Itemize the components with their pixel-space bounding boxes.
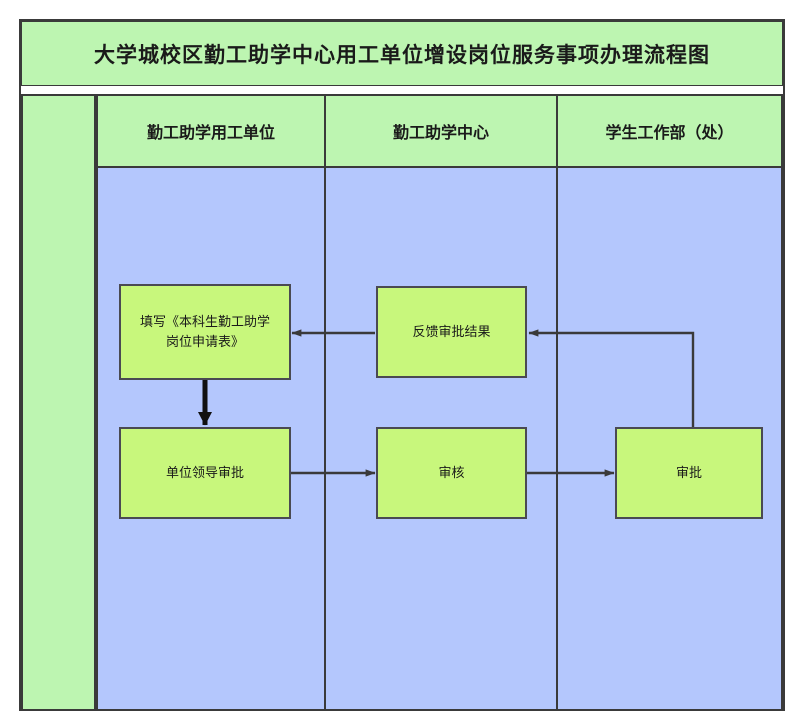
lane-label-dept: 学生工作部（处）: [605, 125, 734, 142]
page-title: 大学城校区勤工助学中心用工单位增设岗位服务事项办理流程图: [94, 42, 710, 67]
node-review[interactable]: 审核: [376, 427, 527, 519]
lane-unit: 勤工助学用工单位: [96, 94, 326, 711]
node-label: 反馈审批结果: [412, 323, 491, 339]
lane-header-center: 勤工助学中心: [326, 96, 556, 166]
node-label: 单位领导审批: [165, 464, 244, 480]
node-label: 填写《本科生勤工助学 岗位申请表》: [139, 313, 270, 349]
node-feedback-approval-result[interactable]: 反馈审批结果: [376, 286, 527, 378]
diagram-title-bar: 大学城校区勤工助学中心用工单位增设岗位服务事项办理流程图: [21, 21, 783, 86]
lane-header-unit: 勤工助学用工单位: [98, 96, 324, 166]
lane-label-center: 勤工助学中心: [392, 125, 489, 142]
lane-label-unit: 勤工助学用工单位: [146, 125, 275, 142]
node-approve[interactable]: 审批: [615, 427, 763, 519]
lane-dept: 学生工作部（处）: [556, 94, 783, 711]
node-unit-leader-approval[interactable]: 单位领导审批: [119, 427, 291, 519]
lane-spacer: [21, 94, 96, 711]
node-label: 审批: [675, 464, 702, 480]
node-fill-application-form[interactable]: 填写《本科生勤工助学 岗位申请表》: [119, 284, 291, 380]
lane-center: 勤工助学中心: [324, 94, 558, 711]
lane-header-dept: 学生工作部（处）: [558, 96, 781, 166]
node-label: 审核: [438, 464, 465, 480]
